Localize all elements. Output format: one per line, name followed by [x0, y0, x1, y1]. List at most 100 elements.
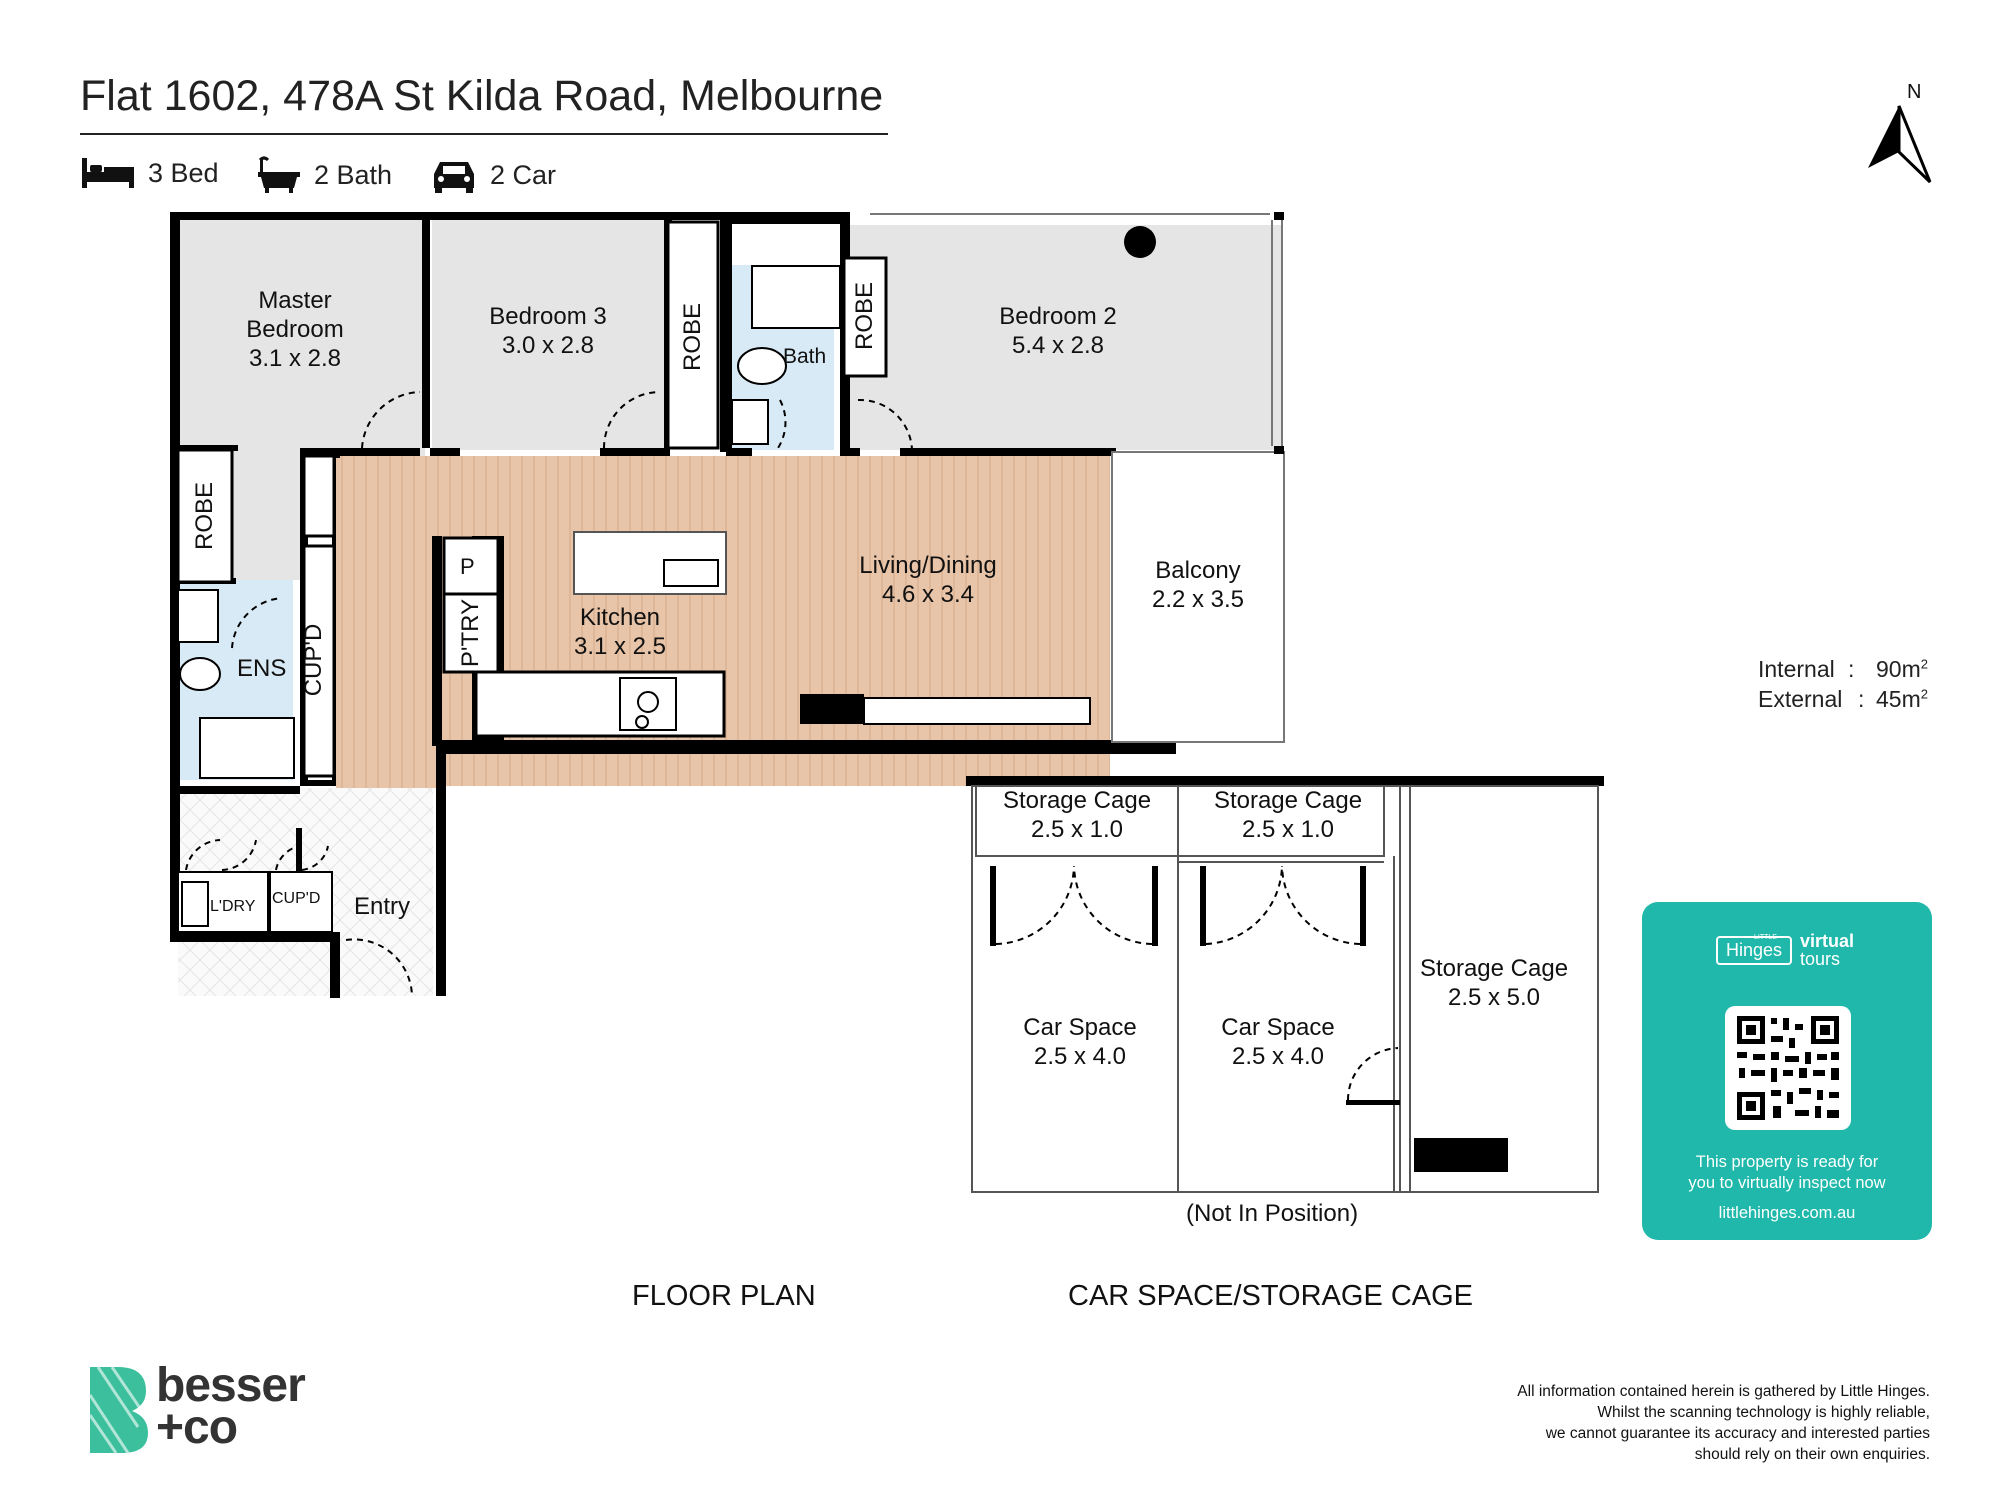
car-icon — [434, 162, 474, 193]
bath-count-label: 2 Bath — [314, 159, 393, 190]
car1-name: Car Space — [1023, 1014, 1137, 1041]
bath-label: Bath — [783, 345, 827, 368]
master-floor — [178, 220, 425, 460]
qr-code-icon[interactable] — [1725, 1006, 1851, 1130]
laundry-label: L'DRY — [210, 898, 256, 915]
cage2-size: 2.5 x 1.0 — [1241, 816, 1335, 843]
kitchen-size: 3.1 x 2.5 — [573, 633, 667, 660]
hall-floor — [336, 700, 436, 788]
master-name-line2: Bedroom — [246, 316, 344, 343]
internal-area: Internal : 90m2 — [1758, 656, 1928, 683]
external-area-unit-sup: 2 — [1920, 686, 1928, 702]
balcony-label: Balcony 2.2 x 3.5 — [1138, 556, 1258, 614]
hinges-logo-box: LITTLE Hinges — [1716, 933, 1793, 965]
bedroom2-size: 5.4 x 2.8 — [1011, 332, 1105, 359]
internal-area-unit-sup: 2 — [1920, 656, 1928, 672]
ensuite-label: ENS — [237, 655, 287, 682]
kitchen-name: Kitchen — [579, 604, 661, 631]
cage3-name: Storage Cage — [1419, 955, 1569, 982]
floor-plan-caption: FLOOR PLAN — [632, 1280, 816, 1312]
cage1-size: 2.5 x 1.0 — [1030, 816, 1124, 843]
living-size: 4.6 x 3.4 — [881, 581, 975, 608]
little-hinges-logo: LITTLE Hinges virtual tours — [1716, 932, 1854, 968]
disclaimer-line1: All information contained herein is gath… — [1517, 1383, 1930, 1400]
entry-cupboard-label: CUP'D — [272, 890, 321, 907]
bathtub-icon — [258, 156, 300, 193]
card-url-link[interactable]: littlehinges.com.au — [1718, 1204, 1856, 1222]
car2-name: Car Space — [1221, 1014, 1335, 1041]
internal-area-label: Internal — [1758, 656, 1835, 682]
car-space-2-label: Car Space 2.5 x 4.0 — [1208, 1013, 1348, 1071]
balcony-name: Balcony — [1155, 557, 1241, 584]
besser-logo-mark-icon — [88, 1366, 148, 1454]
cage1-name: Storage Cage — [1002, 787, 1152, 814]
bedroom3-name: Bedroom 3 — [489, 303, 607, 330]
not-in-position-note: (Not In Position) — [1186, 1200, 1359, 1227]
master-size: 3.1 x 2.8 — [248, 345, 342, 372]
cage3-size: 2.5 x 5.0 — [1447, 984, 1541, 1011]
car-count-label: 2 Car — [490, 159, 557, 190]
bath-count: 2 Bath — [256, 156, 392, 194]
bedroom3-label: Bedroom 3 3.0 x 2.8 — [478, 302, 618, 360]
card-message: This property is ready for you to virtua… — [1642, 1152, 1932, 1194]
bed2-floor — [850, 225, 1282, 450]
virtual-tour-card[interactable]: LITTLE Hinges virtual tours — [1642, 902, 1932, 1240]
bed-count-label: 3 Bed — [148, 157, 219, 188]
property-title: Flat 1602, 478A St Kilda Road, Melbourne — [80, 72, 884, 120]
bedroom3-size: 3.0 x 2.8 — [501, 332, 595, 359]
master-hall-floor — [232, 440, 307, 580]
card-message-line1: This property is ready for — [1695, 1153, 1879, 1171]
disclaimer: All information contained herein is gath… — [1330, 1381, 1930, 1465]
robe-bed2-label: ROBE — [851, 282, 878, 351]
brand-line1: besser — [156, 1359, 306, 1412]
external-area: External : 45m2 — [1758, 686, 1928, 713]
robe-master-label: ROBE — [191, 482, 218, 551]
pantry-label: P'TRY — [457, 598, 484, 668]
internal-colon: : — [1848, 656, 1855, 682]
north-arrow-icon — [1868, 105, 1932, 184]
brand-text: besser +co — [156, 1359, 306, 1454]
logo-tours: tours — [1800, 949, 1841, 969]
robe-bed3-label: ROBE — [679, 303, 706, 372]
car-space-caption: CAR SPACE/STORAGE CAGE — [1068, 1280, 1474, 1312]
master-name-line1: Master — [258, 287, 332, 314]
cupboard-label: CUP'D — [300, 623, 327, 697]
master-bedroom-label: Master Bedroom 3.1 x 2.8 — [230, 286, 360, 373]
external-area-value: 45m — [1876, 686, 1921, 712]
car2-size: 2.5 x 4.0 — [1231, 1043, 1325, 1070]
external-colon: : — [1858, 686, 1865, 712]
storage-cage-2-label: Storage Cage 2.5 x 1.0 — [1208, 786, 1368, 844]
storage-cage-3-label: Storage Cage 2.5 x 5.0 — [1414, 954, 1574, 1012]
bed-icon — [82, 158, 134, 188]
logo-little: LITTLE — [1754, 933, 1777, 941]
bedroom2-name: Bedroom 2 — [999, 303, 1117, 330]
logo-hinges: Hinges — [1726, 939, 1783, 960]
balcony-outline — [1111, 451, 1285, 743]
cage2-name: Storage Cage — [1213, 787, 1363, 814]
living-name: Living/Dining — [859, 552, 997, 579]
balcony-size: 2.2 x 3.5 — [1151, 586, 1245, 613]
logo-virtual: virtual — [1800, 931, 1855, 951]
bedroom2-label: Bedroom 2 5.4 x 2.8 — [988, 302, 1128, 360]
brand-line2: +co — [156, 1401, 238, 1454]
internal-area-value: 90m — [1876, 656, 1921, 682]
besser-co-logo: besser +co — [88, 1362, 306, 1460]
disclaimer-line3: we cannot guarantee its accuracy and int… — [1545, 1425, 1930, 1442]
bed-count: 3 Bed — [80, 156, 219, 190]
logo-virtual-tours: virtual tours — [1800, 932, 1854, 968]
bed3-floor — [432, 220, 664, 450]
car-count: 2 Car — [430, 156, 556, 194]
living-dining-label: Living/Dining 4.6 x 3.4 — [848, 551, 1008, 609]
storage-cage-1-label: Storage Cage 2.5 x 1.0 — [997, 786, 1157, 844]
disclaimer-line2: Whilst the scanning technology is highly… — [1597, 1404, 1930, 1421]
kitchen-label: Kitchen 3.1 x 2.5 — [560, 603, 680, 661]
car1-size: 2.5 x 4.0 — [1033, 1043, 1127, 1070]
disclaimer-line4: should rely on their own enquiries. — [1694, 1446, 1930, 1463]
external-area-label: External — [1758, 686, 1843, 712]
pantry-p-label: P — [460, 554, 475, 579]
north-label: N — [1907, 81, 1922, 103]
title-underline — [80, 133, 888, 135]
entry-label: Entry — [354, 893, 411, 920]
card-message-line2: you to virtually inspect now — [1688, 1174, 1886, 1192]
